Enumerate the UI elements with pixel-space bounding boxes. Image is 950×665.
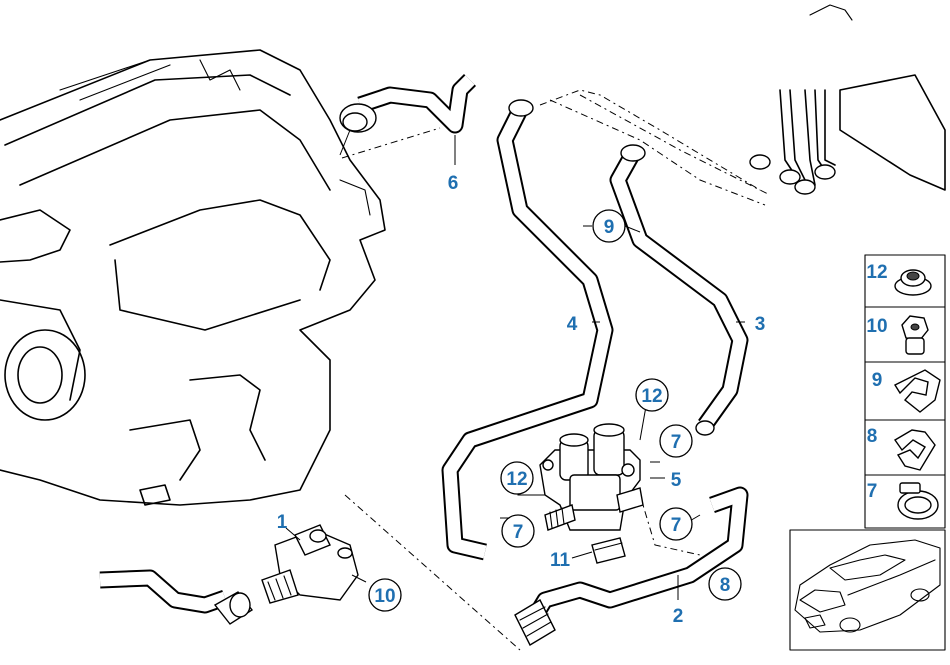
legend-label-8: 8 xyxy=(867,426,878,447)
pipes-top-right xyxy=(749,4,946,195)
label-part-12a: 12 xyxy=(641,386,662,407)
label-part-4: 4 xyxy=(567,314,578,335)
pump-assembly xyxy=(99,524,359,625)
hose-3 xyxy=(609,144,749,436)
callout-circle-7b xyxy=(501,514,535,548)
car-thumbnail xyxy=(789,529,946,651)
part-11 xyxy=(591,537,626,564)
label-part-12b: 12 xyxy=(506,469,527,490)
engine-block xyxy=(0,49,386,506)
label-part-9: 9 xyxy=(604,217,615,238)
callout-circles xyxy=(368,209,742,612)
hose-6 xyxy=(339,73,477,165)
callout-circle-10 xyxy=(368,578,402,612)
hose-4 xyxy=(441,99,614,561)
legend-label-12: 12 xyxy=(866,262,887,283)
legend-label-10: 10 xyxy=(866,316,887,337)
label-part-10: 10 xyxy=(374,586,395,607)
part-labels: 1 2 3 4 5 6 7 7 7 8 9 10 11 12 12 xyxy=(277,173,766,627)
label-part-5: 5 xyxy=(671,470,682,491)
callout-circle-12a xyxy=(635,378,669,412)
label-part-11: 11 xyxy=(550,550,571,571)
label-part-7b: 7 xyxy=(513,522,524,543)
label-part-7a: 7 xyxy=(671,432,682,453)
label-part-7c: 7 xyxy=(671,515,682,536)
callout-circle-9 xyxy=(592,209,626,243)
label-part-1: 1 xyxy=(277,512,288,533)
legend-label-7: 7 xyxy=(867,481,878,502)
dashed-guides xyxy=(341,89,771,651)
label-part-2: 2 xyxy=(673,606,684,627)
label-part-3: 3 xyxy=(755,314,766,335)
bracket-clip-icon xyxy=(893,369,941,413)
valve-assembly xyxy=(539,423,644,531)
small-parts-legend: 12 10 9 8 7 xyxy=(864,254,946,529)
legend-label-9: 9 xyxy=(872,370,883,391)
label-part-8: 8 xyxy=(720,575,731,596)
callout-circle-8 xyxy=(708,567,742,601)
callout-circle-7a xyxy=(659,424,693,458)
hose-2 xyxy=(514,486,749,646)
callout-circle-12b xyxy=(500,461,534,495)
label-part-6: 6 xyxy=(448,173,459,194)
callout-circle-7c xyxy=(659,507,693,541)
spring-clip-icon xyxy=(893,429,936,471)
